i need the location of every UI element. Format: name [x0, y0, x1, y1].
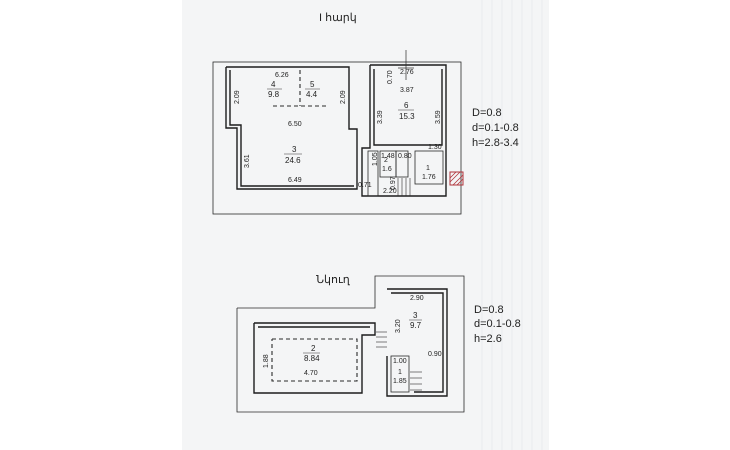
floor1-spec-D: D=0.8 [472, 107, 502, 119]
basement-title: Նկուղ [316, 274, 351, 286]
basement-room-3-number: 3 [413, 311, 418, 320]
floor1-room-4-area: 9.8 [268, 90, 280, 99]
floor1-dim-0-80: 0.80 [398, 153, 412, 160]
basement-dim-0-90: 0.90 [428, 351, 442, 358]
paper-sheet [182, 0, 549, 450]
floor1-dim-2-76: 2.76 [400, 69, 414, 76]
basement-spec-D: D=0.8 [474, 304, 504, 316]
floor1-dim-3-59: 3.59 [435, 110, 442, 124]
floor1-dim-0-97: 0.97 [390, 176, 397, 190]
floor1-plan [212, 50, 464, 215]
floor1-room-2-area: 1.6 [382, 166, 392, 173]
grid-lines [481, 0, 543, 450]
floor1-room-3-number: 3 [292, 145, 297, 154]
floor1-dim-0-71: 0.71 [358, 182, 372, 189]
floor1-title: I հարկ [319, 12, 357, 24]
floor1-spec-d: d=0.1-0.8 [472, 122, 519, 134]
floor1-room-5-area: 4.4 [306, 90, 318, 99]
floor1-room-5-number: 5 [310, 80, 315, 89]
basement-dim-1-88: 1.88 [263, 354, 270, 368]
basement-dim-1-00: 1.00 [393, 358, 407, 365]
floor1-dim-0-70: 0.70 [387, 70, 394, 84]
floor1-dim-6-49: 6.49 [288, 177, 302, 184]
basement-plan [236, 275, 465, 413]
floor1-dim-3-61: 3.61 [244, 154, 251, 168]
floor1-dim-2-09-right: 2.09 [340, 90, 347, 104]
floor1-dim-1-48: 1.48 [381, 153, 395, 160]
basement-dim-3-20: 3.20 [395, 319, 402, 333]
basement-room-2-area: 8.84 [304, 354, 320, 363]
basement-room-2-number: 2 [311, 344, 316, 353]
floor1-dim-3-39: 3.39 [377, 110, 384, 124]
floor1-spec-h: h=2.8-3.4 [472, 137, 519, 149]
basement-spec-d: d=0.1-0.8 [474, 318, 521, 330]
floor1-room-6-number: 6 [404, 101, 409, 110]
basement-room-1-number: 1 [398, 369, 402, 376]
floor1-room-6-area: 15.3 [399, 112, 415, 121]
floor1-room-1-area: 1.76 [422, 174, 436, 181]
floor-plan-photo: I հարկ [182, 0, 549, 450]
floor1-room-4-number: 4 [271, 80, 276, 89]
floor1-dim-1-30: 1.30 [428, 144, 442, 151]
floor1-dim-1-05: 1.05 [372, 152, 379, 166]
floor1-dim-3-87: 3.87 [400, 87, 414, 94]
basement-dim-4-70: 4.70 [304, 370, 318, 377]
floor1-room-2-number: 2 [384, 157, 388, 164]
basement-room-1-area: 1.85 [393, 378, 407, 385]
basement-room-3-area: 9.7 [410, 321, 422, 330]
floor-plan-drawing: I հարկ [212, 0, 543, 450]
basement-spec-h: h=2.6 [474, 333, 502, 345]
floor1-room-3-area: 24.6 [285, 156, 301, 165]
floor1-dim-2-20: 2.20 [383, 188, 397, 195]
basement-dim-2-90: 2.90 [410, 295, 424, 302]
floor1-dim-6-26: 6.26 [275, 72, 289, 79]
floor1-room-1-number: 1 [426, 165, 430, 172]
floor1-dim-2-09-left: 2.09 [234, 90, 241, 104]
floor1-dim-6-50: 6.50 [288, 121, 302, 128]
